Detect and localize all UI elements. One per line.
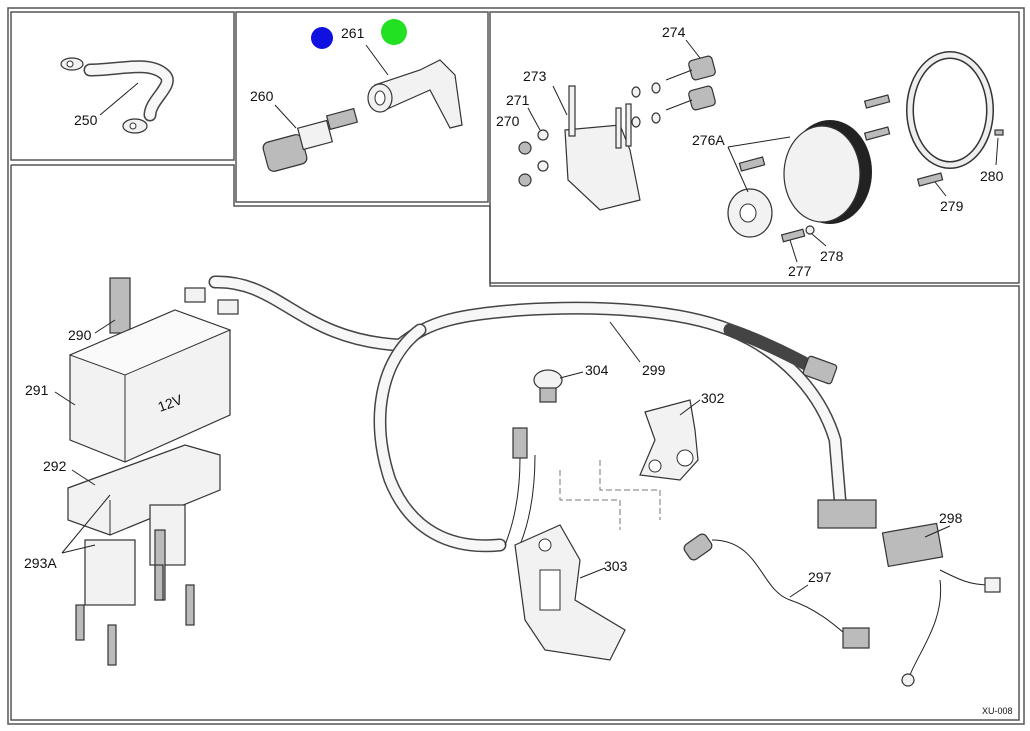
spark-plug-260 — [262, 104, 359, 172]
label-271: 271 — [506, 92, 530, 108]
panel-wiring-harness — [10, 164, 1020, 721]
connectors-298 — [817, 499, 1001, 687]
label-270: 270 — [496, 113, 520, 129]
label-293A: 293A — [24, 555, 57, 571]
label-297: 297 — [808, 569, 832, 585]
label-302: 302 — [701, 390, 725, 406]
bracket-302 — [559, 399, 701, 530]
label-279: 279 — [940, 198, 964, 214]
green-marker-dot — [381, 19, 407, 45]
label-303: 303 — [604, 558, 628, 574]
flywheel-276A — [727, 120, 872, 238]
nuts-washers-270-271 — [518, 107, 549, 187]
panel-spark-plug — [235, 11, 489, 203]
label-291: 291 — [25, 382, 49, 398]
lead-297 — [683, 533, 870, 649]
label-273: 273 — [523, 68, 547, 84]
spark-plug-cap-261 — [365, 44, 463, 129]
label-290: 290 — [68, 327, 92, 343]
wiring-harness-299 — [184, 275, 847, 553]
label-298: 298 — [939, 510, 963, 526]
label-299: 299 — [642, 362, 666, 378]
label-304: 304 — [585, 362, 609, 378]
label-260: 260 — [250, 88, 274, 104]
label-274: 274 — [662, 24, 686, 40]
ground-cable-250 — [60, 57, 174, 134]
panel-ignition — [489, 11, 1020, 284]
blue-marker-dot — [311, 27, 333, 49]
label-278: 278 — [820, 248, 844, 264]
label-292: 292 — [43, 458, 67, 474]
label-280: 280 — [980, 168, 1004, 184]
panel-ground-cable — [10, 11, 235, 161]
label-276A: 276A — [692, 132, 725, 148]
outer-frame — [7, 7, 1025, 725]
clamps-screws-293A — [61, 494, 195, 666]
label-261: 261 — [341, 25, 365, 41]
battery-291: 12V — [54, 277, 232, 463]
switch-304 — [504, 369, 584, 546]
stator-plate-280 — [906, 51, 1004, 169]
screws-277-279 — [780, 94, 947, 263]
mounts-274 — [631, 39, 716, 128]
label-250: 250 — [74, 112, 98, 128]
ignition-module-273 — [552, 85, 641, 211]
diagram-code: XU-008 — [982, 706, 1013, 716]
label-277: 277 — [788, 263, 812, 279]
bracket-303 — [514, 524, 626, 661]
